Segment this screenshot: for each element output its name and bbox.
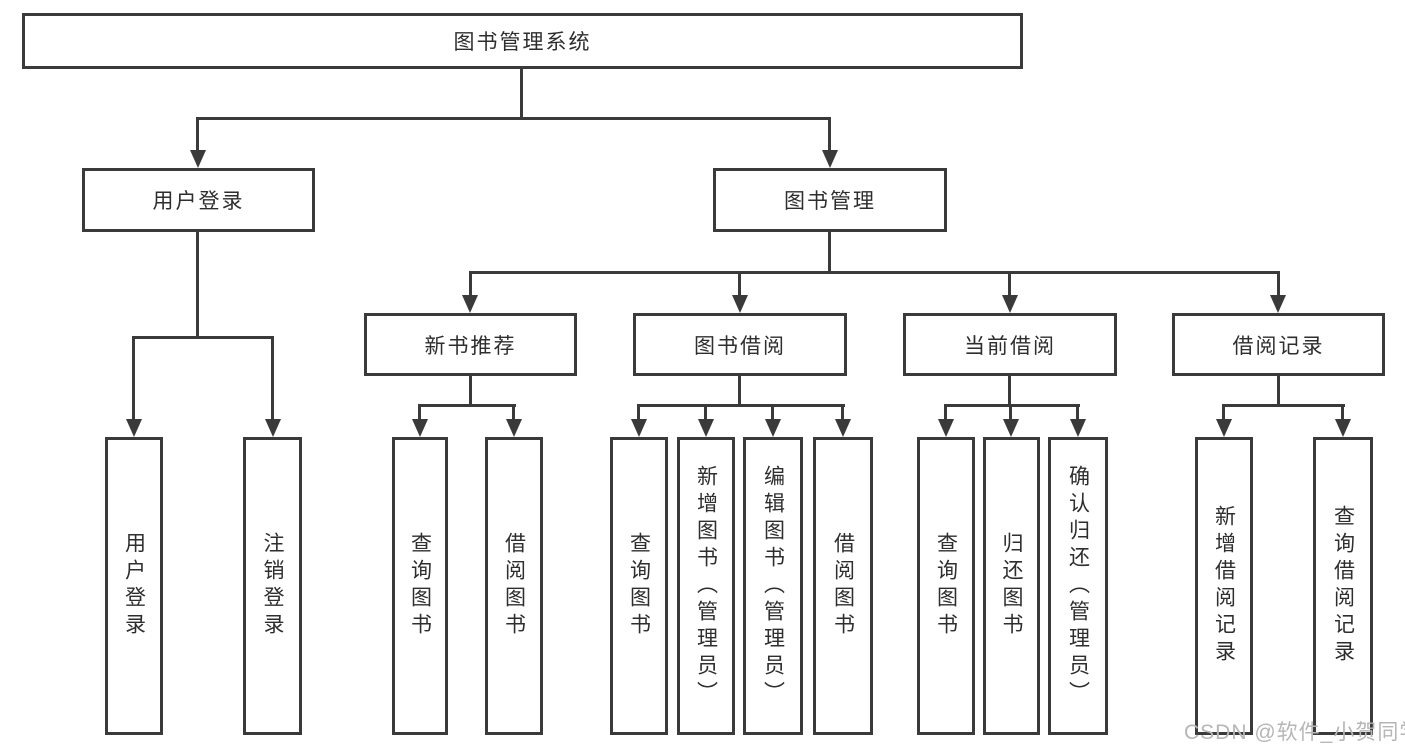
connector-line: [1277, 271, 1280, 297]
arrowhead-down: [732, 295, 748, 313]
node-current-borrowing-label: 当前借阅: [964, 334, 1056, 358]
arrowhead-down: [265, 419, 281, 437]
arrowhead-down: [698, 419, 714, 437]
node-borrowing-records: 借阅记录: [1172, 313, 1385, 376]
leaf-borrow-books-recommend: 借阅图书: [485, 437, 543, 735]
leaf-add-books-admin: 新增图书（管理员）: [677, 437, 735, 735]
node-user-login-label: 用户登录: [152, 190, 245, 213]
leaf-add-borrow-record-label: 新增借阅记录: [1212, 505, 1236, 667]
arrowhead-down: [631, 419, 647, 437]
leaf-add-borrow-record: 新增借阅记录: [1195, 437, 1253, 735]
connector-line: [637, 404, 640, 421]
arrowhead-down: [1335, 419, 1351, 437]
arrowhead-down: [190, 150, 206, 168]
node-root: 图书管理系统: [22, 13, 1023, 69]
connector-line: [944, 404, 1080, 407]
connector-line: [132, 336, 274, 339]
arrowhead-down: [126, 419, 142, 437]
connector-line: [1009, 404, 1012, 421]
connector-line: [944, 404, 947, 421]
node-book-borrowing-label: 图书借阅: [694, 334, 786, 358]
leaf-query-books-borrowing-label: 查询图书: [627, 532, 651, 640]
connector-line: [196, 232, 199, 339]
connector-line: [196, 117, 199, 152]
connector-line: [1076, 404, 1079, 421]
leaf-edit-books-admin: 编辑图书（管理员）: [743, 437, 803, 735]
node-borrowing-records-label: 借阅记录: [1232, 334, 1325, 358]
node-root-label: 图书管理系统: [453, 31, 592, 54]
arrowhead-down: [835, 419, 851, 437]
arrowhead-down: [822, 150, 838, 168]
leaf-user-login: 用户登录: [105, 437, 163, 735]
arrowhead-down: [1003, 419, 1019, 437]
arrowhead-down: [765, 419, 781, 437]
node-new-book-recommend: 新书推荐: [364, 313, 577, 376]
connector-line: [469, 376, 472, 407]
node-book-borrowing: 图书借阅: [633, 313, 847, 376]
arrowhead-down: [938, 419, 954, 437]
connector-line: [418, 404, 421, 421]
leaf-borrow-books-recommend-label: 借阅图书: [502, 532, 526, 640]
leaf-query-books-borrowing: 查询图书: [610, 437, 668, 735]
connector-line: [418, 404, 516, 407]
connector-line: [771, 404, 774, 421]
connector-line: [828, 232, 831, 274]
leaf-query-borrow-record: 查询借阅记录: [1313, 437, 1373, 735]
leaf-add-books-admin-label: 新增图书（管理员）: [694, 464, 718, 708]
arrowhead-down: [506, 419, 522, 437]
csdn-watermark: CSDN @软件_小贺同学: [1184, 721, 1405, 744]
leaf-borrow-books-label: 借阅图书: [831, 532, 855, 640]
connector-line: [271, 336, 274, 421]
leaf-query-books-recommend: 查询图书: [392, 437, 448, 735]
leaf-return-books-label: 归还图书: [1000, 532, 1023, 640]
connector-line: [196, 117, 831, 120]
connector-line: [738, 376, 741, 407]
leaf-user-login-label: 用户登录: [122, 532, 146, 640]
connector-line: [828, 117, 831, 152]
connector-line: [1341, 404, 1344, 421]
connector-line: [704, 404, 707, 421]
leaf-edit-books-admin-label: 编辑图书（管理员）: [761, 464, 785, 708]
connector-line: [1222, 404, 1225, 421]
arrowhead-down: [1270, 295, 1286, 313]
node-book-management: 图书管理: [713, 168, 947, 232]
arrowhead-down: [462, 295, 478, 313]
leaf-borrow-books: 借阅图书: [813, 437, 873, 735]
connector-line: [520, 69, 523, 120]
connector-line: [512, 404, 515, 421]
arrowhead-down: [1002, 295, 1018, 313]
arrowhead-down: [1070, 419, 1086, 437]
leaf-query-borrow-record-label: 查询借阅记录: [1331, 505, 1355, 667]
leaf-return-books: 归还图书: [983, 437, 1040, 735]
connector-line: [841, 404, 844, 421]
leaf-logout-label: 注销登录: [261, 532, 284, 640]
leaf-confirm-return-admin-label: 确认归还（管理员）: [1066, 464, 1090, 708]
leaf-query-books-current-label: 查询图书: [934, 532, 958, 640]
connector-line: [1222, 404, 1345, 407]
leaf-query-books-current: 查询图书: [917, 437, 975, 735]
connector-line: [132, 336, 135, 421]
leaf-logout: 注销登录: [243, 437, 302, 735]
arrowhead-down: [1216, 419, 1232, 437]
connector-line: [637, 404, 845, 407]
connector-line: [738, 271, 741, 297]
node-book-management-label: 图书管理: [784, 190, 876, 213]
arrowhead-down: [412, 419, 428, 437]
connector-line: [1277, 376, 1280, 407]
leaf-query-books-recommend-label: 查询图书: [408, 532, 432, 640]
node-new-book-recommend-label: 新书推荐: [424, 334, 517, 358]
node-current-borrowing: 当前借阅: [903, 313, 1117, 376]
connector-line: [469, 271, 472, 297]
connector-line: [469, 271, 1280, 274]
leaf-confirm-return-admin: 确认归还（管理员）: [1048, 437, 1108, 735]
connector-line: [1008, 376, 1011, 407]
connector-line: [1008, 271, 1011, 297]
node-user-login: 用户登录: [82, 168, 315, 232]
